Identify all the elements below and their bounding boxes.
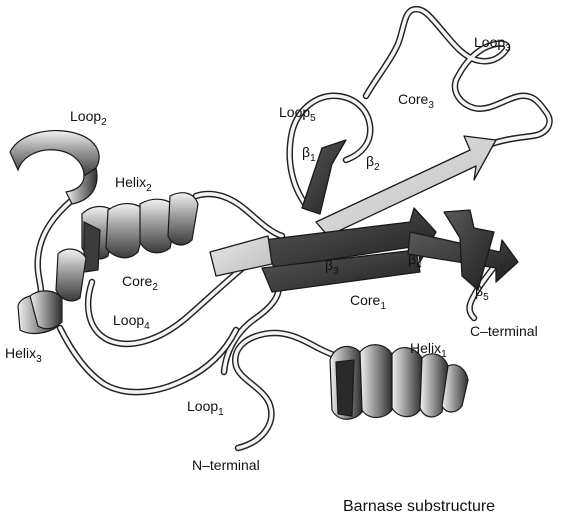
helix2-tail xyxy=(56,249,86,301)
helix2-band-back xyxy=(84,222,100,272)
label-helix2: Helix2 xyxy=(115,174,152,194)
label-core3: Core3 xyxy=(398,91,434,111)
loop2-ribbon xyxy=(10,131,99,204)
label-beta1: β1 xyxy=(302,144,316,164)
label-c-terminal: C–terminal xyxy=(470,323,538,339)
label-beta2: β2 xyxy=(366,153,380,173)
label-loop1: Loop1 xyxy=(187,398,224,418)
helix2-band-4 xyxy=(168,193,198,245)
helix3 xyxy=(18,291,62,334)
label-loop4: Loop4 xyxy=(113,312,150,332)
beta-sheet xyxy=(210,136,518,292)
figure-caption: Barnase substructure xyxy=(343,498,495,515)
loop2-ribbon-b xyxy=(66,168,97,204)
helix2-link-coil-inner xyxy=(196,194,282,236)
loop3-coil xyxy=(366,9,550,170)
label-n-terminal: N–terminal xyxy=(192,457,260,473)
helix2 xyxy=(82,193,198,272)
helix1 xyxy=(330,345,468,420)
label-beta5: β5 xyxy=(475,283,489,303)
label-loop2: Loop2 xyxy=(70,108,107,128)
helix1-band-back xyxy=(336,360,354,416)
label-helix3: Helix3 xyxy=(5,345,42,365)
helix1-band-2 xyxy=(360,345,392,418)
label-core2: Core2 xyxy=(122,273,158,293)
helix1-band-3 xyxy=(392,348,422,417)
loop2-ribbon-a xyxy=(10,131,99,176)
label-core1: Core1 xyxy=(350,292,386,312)
